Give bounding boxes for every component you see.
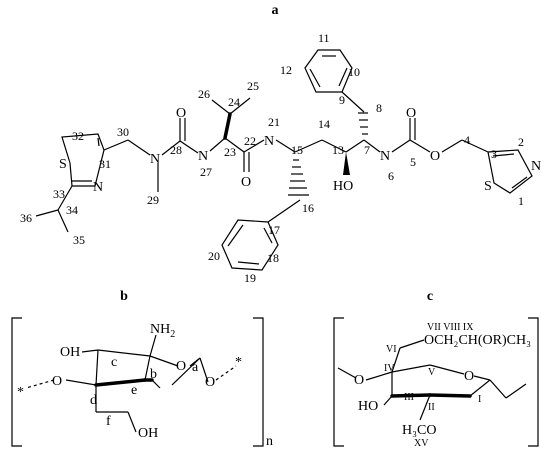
- hpmc-methoxy: H₃CO: [402, 423, 436, 438]
- atom-N5: N: [380, 149, 390, 164]
- atom-N1: N: [93, 180, 103, 195]
- hpmc-oh: HO: [358, 399, 378, 414]
- chitosan-nh2-subscript: 2: [170, 329, 175, 340]
- hpmc-bonds: [337, 339, 527, 421]
- atom-number-6: 6: [388, 169, 394, 183]
- atom-number-30: 30: [117, 125, 129, 139]
- atom-number-13: 13: [332, 143, 344, 157]
- atom-number-29: 29: [147, 193, 159, 207]
- atom-number-8: 8: [376, 101, 382, 115]
- atom-number-35: 35: [73, 233, 85, 247]
- panel-label-a: a: [272, 3, 279, 18]
- chitosan-o-right: O: [205, 375, 215, 390]
- chitosan-nh2: NH2: [150, 322, 175, 340]
- atom-S1: S: [59, 157, 67, 172]
- ritonavir-atom-labels: S N N O N O N HO N O O S N: [59, 106, 541, 195]
- atom-number-21: 21: [268, 115, 280, 129]
- atom-number-22: 22: [244, 134, 256, 148]
- atom-N2: N: [150, 152, 160, 167]
- atom-number-10: 10: [348, 65, 360, 79]
- atom-S2: S: [484, 179, 492, 194]
- chitosan-letter-a: a: [192, 360, 199, 375]
- wedge-bond-13-oh: [343, 152, 350, 175]
- atom-number-12: 12: [280, 63, 292, 77]
- panel-label-c: c: [427, 289, 433, 304]
- ritonavir-atom-numbers: 1 2 3 4 5 6 7 8 9 10 11 12 13 14 15 16 1…: [20, 31, 524, 285]
- hpmc-numeral-III: III: [404, 392, 414, 403]
- chitosan-repeat-n: n: [266, 434, 273, 449]
- atom-number-27: 27: [200, 165, 212, 179]
- hpmc-substituent: OCH₂CH(OR)CH₃: [424, 333, 531, 348]
- chitosan-oh-top: OH: [60, 345, 80, 360]
- atom-number-2: 2: [518, 135, 524, 149]
- chitosan-star-left: *: [17, 385, 24, 400]
- chitosan-ring-o: O: [176, 359, 186, 374]
- atom-number-14: 14: [318, 117, 330, 131]
- hpmc-ring-o: O: [464, 369, 474, 384]
- chitosan-letter-e: e: [131, 383, 137, 398]
- atom-number-24: 24: [228, 95, 240, 109]
- atom-number-7: 7: [364, 143, 370, 157]
- atom-number-36: 36: [20, 211, 32, 225]
- chitosan-position-letters: a b c d e f: [90, 355, 199, 429]
- atom-N4: N: [264, 134, 274, 149]
- atom-number-3: 3: [491, 147, 497, 161]
- chitosan-letter-f: f: [106, 414, 111, 429]
- chitosan-oh-bottom: OH: [138, 426, 158, 441]
- hpmc-numeral-V: V: [428, 367, 436, 378]
- atom-number-4: 4: [464, 133, 470, 147]
- atom-number-16: 16: [302, 201, 314, 215]
- atom-number-19: 19: [244, 271, 256, 285]
- hpmc-o-left: O: [354, 373, 364, 388]
- atom-number-17: 17: [268, 223, 280, 237]
- atom-number-1: 1: [518, 194, 524, 208]
- atom-O3: O: [406, 106, 416, 121]
- atom-number-25: 25: [247, 79, 259, 93]
- hashed-bond-7-8: [358, 112, 368, 135]
- hpmc-roman-numerals: I II III IV V VI XV: [384, 344, 481, 449]
- chitosan-letter-c: c: [111, 355, 117, 370]
- atom-N3: N: [198, 149, 208, 164]
- panel-label-b: b: [120, 289, 128, 304]
- atom-number-32: 32: [72, 129, 84, 143]
- chitosan-o-left: O: [52, 374, 62, 389]
- hpmc-numeral-IV: IV: [384, 363, 395, 374]
- atom-O2: O: [241, 175, 251, 190]
- ritonavir-bonds: [35, 49, 533, 271]
- atom-number-20: 20: [208, 249, 220, 263]
- atom-number-5: 5: [410, 155, 416, 169]
- hpmc-brackets: [333, 317, 539, 447]
- atom-number-18: 18: [267, 251, 279, 265]
- chitosan-letter-d: d: [90, 393, 97, 408]
- atom-number-34: 34: [66, 203, 78, 217]
- chitosan-letter-b: b: [150, 367, 157, 382]
- hpmc-numeral-XV: XV: [414, 438, 429, 449]
- atom-number-11: 11: [318, 31, 330, 45]
- chitosan-brackets: [11, 317, 264, 447]
- atom-number-31: 31: [99, 157, 111, 171]
- chitosan-star-right: *: [235, 355, 242, 370]
- atom-HO: HO: [333, 179, 353, 194]
- hpmc-chain-numerals: VII VIII IX: [427, 322, 474, 333]
- atom-number-9: 9: [339, 93, 345, 107]
- hpmc-numeral-II: II: [428, 402, 435, 413]
- atom-number-15: 15: [291, 143, 303, 157]
- atom-number-23: 23: [224, 145, 236, 159]
- hpmc-numeral-VI: VI: [386, 344, 397, 355]
- chitosan-nh2-text: NH: [150, 322, 170, 337]
- atom-number-26: 26: [198, 87, 210, 101]
- atom-number-28: 28: [170, 143, 182, 157]
- atom-O4: O: [430, 149, 440, 164]
- atom-N6: N: [531, 159, 541, 174]
- hashed-bond-15-16: [288, 159, 309, 196]
- atom-number-33: 33: [53, 187, 65, 201]
- hpmc-numeral-I: I: [478, 394, 481, 405]
- chitosan-bonds: [25, 334, 237, 433]
- atom-O1: O: [176, 106, 186, 121]
